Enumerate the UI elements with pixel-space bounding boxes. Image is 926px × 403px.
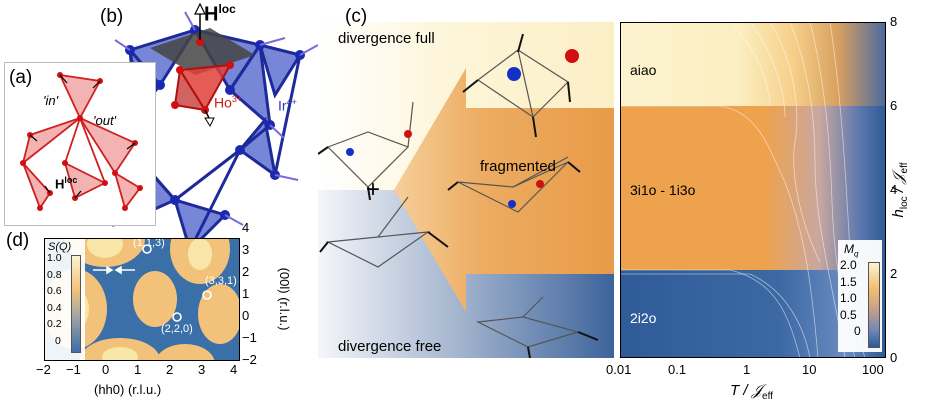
in-out-tetrahedra-figure	[20, 72, 143, 211]
in-label: 'in'	[43, 93, 59, 108]
ho-tetrahedron	[171, 38, 234, 114]
point-220-label: (2,2,0)	[161, 323, 193, 335]
sq-y-ticks: 4 3 2 1 0 −1 −2	[242, 220, 257, 367]
phase-x-axis-label: T / 𝒥eff	[730, 382, 773, 402]
phase-2i2o-label: 2i2o	[630, 310, 657, 326]
phase-3i1o-label: 3i1o - 1i3o	[630, 182, 696, 198]
point-113-label: (1,1,3)	[133, 238, 165, 249]
sq-colorbar-title: S(Q)	[48, 241, 72, 253]
phase-y-axis-label: hloc / 𝒥eff	[890, 162, 910, 218]
panel-c-label: (c)	[345, 6, 368, 27]
panel-c-illustration: divergence full fragmented divergence fr…	[318, 22, 614, 358]
bragg-point-markers	[142, 244, 212, 322]
phase-x-ticks: 0.01 0.1 1 10 100	[606, 362, 884, 377]
panel-a-label: (a)	[9, 67, 33, 88]
divergence-full-label: divergence full	[338, 30, 435, 47]
panel-a: (a) 'in' 'out' Hloc	[4, 62, 156, 226]
width-arrows	[93, 265, 135, 275]
sq-x-ticks: −2 −1 0 1 2 3 4	[36, 362, 238, 377]
mq-colorbar	[868, 262, 880, 348]
b-hloc-label: Hloc	[204, 2, 236, 26]
out-label: 'out'	[93, 113, 117, 128]
fragmented-label: fragmented	[480, 158, 556, 175]
phase-aiao-label: aiao	[630, 62, 657, 78]
a-hloc-label: Hloc	[55, 175, 78, 192]
ho-label: Ho3+	[214, 94, 243, 111]
sq-x-axis-label: (hh0) (r.l.u.)	[94, 382, 162, 397]
mq-colorbar-title: Mq	[844, 242, 859, 259]
sq-y-axis-label: (00l) (r.l.u.)	[277, 267, 292, 331]
ir-label: Ir4+	[278, 97, 297, 114]
divergence-free-label: divergence free	[338, 338, 442, 355]
point-331-label: (3,3,1)	[205, 275, 237, 287]
panel-b-label: (b)	[100, 6, 124, 27]
plus-sign: +	[366, 176, 381, 203]
panel-d-label: (d)	[6, 230, 30, 251]
phase-y-ticks: 0 2 4 6 8	[890, 14, 898, 365]
fragmented-arrow-region	[394, 68, 614, 312]
sq-colorbar	[71, 255, 81, 353]
spin-configurations	[318, 33, 599, 358]
